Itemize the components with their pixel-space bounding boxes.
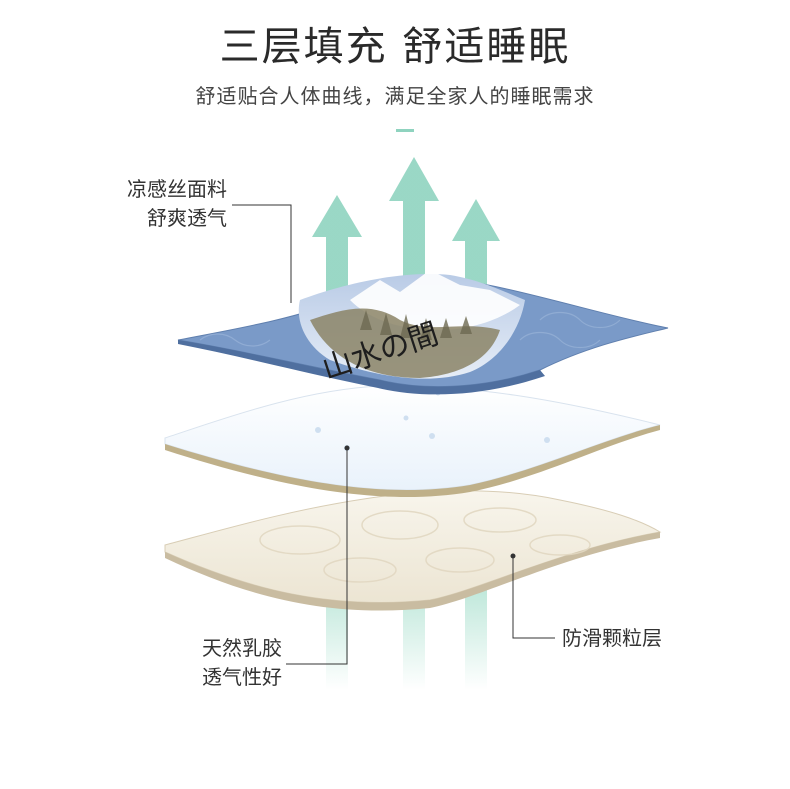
up-arrow-icon-center (389, 157, 439, 285)
middle-layer (164, 385, 661, 498)
leader-line-middle (286, 448, 348, 665)
label-middle-line1: 天然乳胶 (202, 636, 282, 660)
leader-dot-middle (344, 445, 350, 451)
up-arrow-icon-left (312, 195, 362, 300)
leader-dot-bottom (510, 553, 516, 559)
page-title: 三层填充 舒适睡眠 (219, 24, 571, 70)
up-arrow-icon-right (452, 199, 500, 300)
leader-line-bottom (512, 556, 555, 639)
accent-dash (396, 129, 414, 132)
label-bottom-layer: 防滑颗粒层 (562, 624, 662, 653)
top-layer: 山水の間 (177, 270, 669, 395)
label-top-layer: 凉感丝面料 舒爽透气 (101, 175, 227, 233)
label-top-line2: 舒爽透气 (147, 206, 227, 230)
label-middle-layer: 天然乳胶 透气性好 (160, 634, 282, 692)
bottom-layer (164, 490, 662, 611)
label-top-line1: 凉感丝面料 (127, 177, 227, 201)
label-middle-line2: 透气性好 (202, 665, 282, 689)
leader-lines (232, 204, 555, 665)
label-bottom-line1: 防滑颗粒层 (562, 626, 662, 650)
leader-line-top (232, 204, 292, 303)
page-subtitle: 舒适贴合人体曲线，满足全家人的睡眠需求 (195, 84, 595, 108)
airflow-arrows (312, 157, 500, 300)
